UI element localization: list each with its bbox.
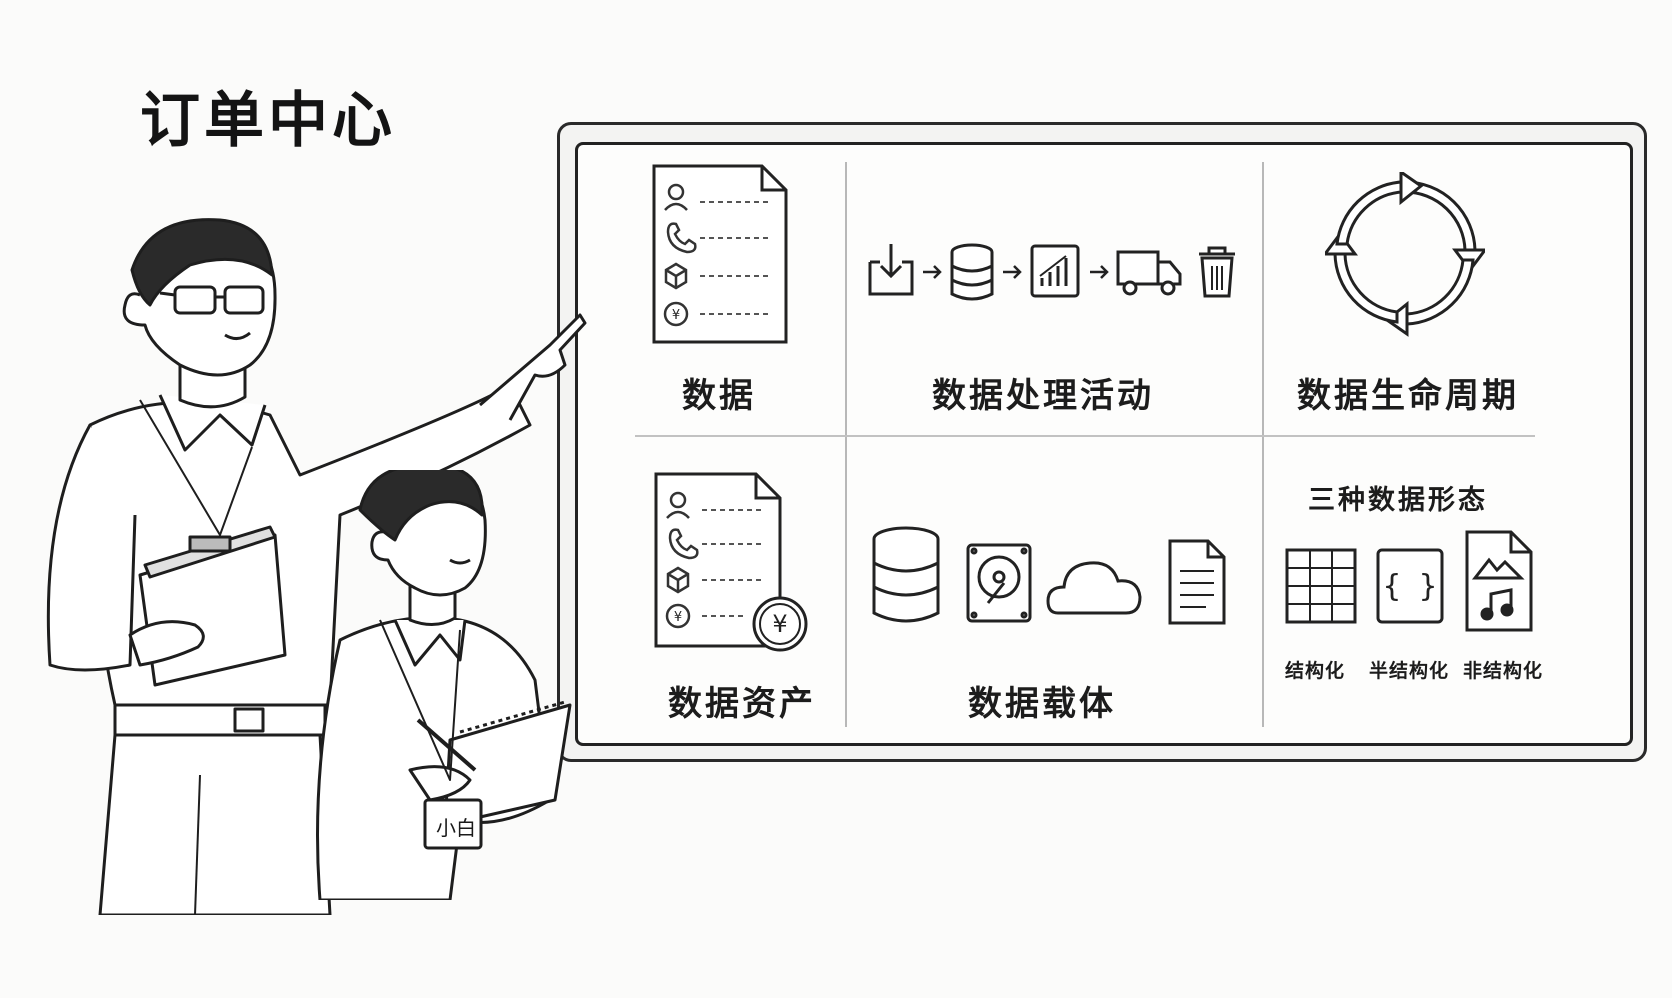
download-icon (868, 244, 914, 296)
bar-chart-icon (1030, 244, 1080, 298)
form-label-unstructured: 非结构化 (1463, 660, 1544, 682)
cell-label-data: 数据 (682, 376, 756, 416)
form-label-structured: 结构化 (1285, 660, 1346, 682)
page-title: 订单中心 (140, 86, 396, 156)
student-illustration (316, 470, 572, 900)
svg-text:¥: ¥ (674, 610, 682, 625)
truck-icon (1116, 250, 1182, 296)
data-form-icons: { } (1285, 530, 1533, 632)
table-icon (1285, 548, 1357, 624)
database-icon (872, 526, 940, 623)
carrier-icons (872, 526, 1226, 625)
cycle-arrows-icon (1325, 172, 1485, 337)
cloud-icon (1046, 561, 1142, 615)
cell-label-forms: 三种数据形态 (1308, 485, 1488, 516)
data-asset-document-icon: ¥ ¥ (654, 472, 808, 652)
svg-text:¥: ¥ (772, 610, 787, 638)
hard-disk-icon (966, 543, 1032, 623)
media-file-icon (1465, 530, 1533, 632)
form-label-semi-structured: 半结构化 (1369, 660, 1450, 682)
grid-divider (1262, 162, 1264, 727)
svg-text:{ }: { } (1383, 569, 1437, 604)
processing-flow (868, 243, 1235, 301)
name-badge: 小白 (436, 816, 476, 840)
data-document-icon: ¥ (652, 164, 788, 344)
database-icon (950, 243, 994, 301)
cell-label-lifecycle: 数据生命周期 (1297, 376, 1519, 416)
grid-divider (635, 435, 1535, 437)
document-icon (1168, 539, 1226, 625)
braces-document-icon (1376, 548, 1444, 624)
svg-text:¥: ¥ (672, 308, 680, 323)
cell-label-processing: 数据处理活动 (932, 376, 1154, 416)
trash-icon (1199, 246, 1235, 298)
grid-divider (845, 162, 847, 727)
cell-label-carrier: 数据载体 (968, 684, 1116, 724)
cell-label-asset: 数据资产 (668, 684, 816, 724)
presenter-illustration (46, 218, 587, 915)
